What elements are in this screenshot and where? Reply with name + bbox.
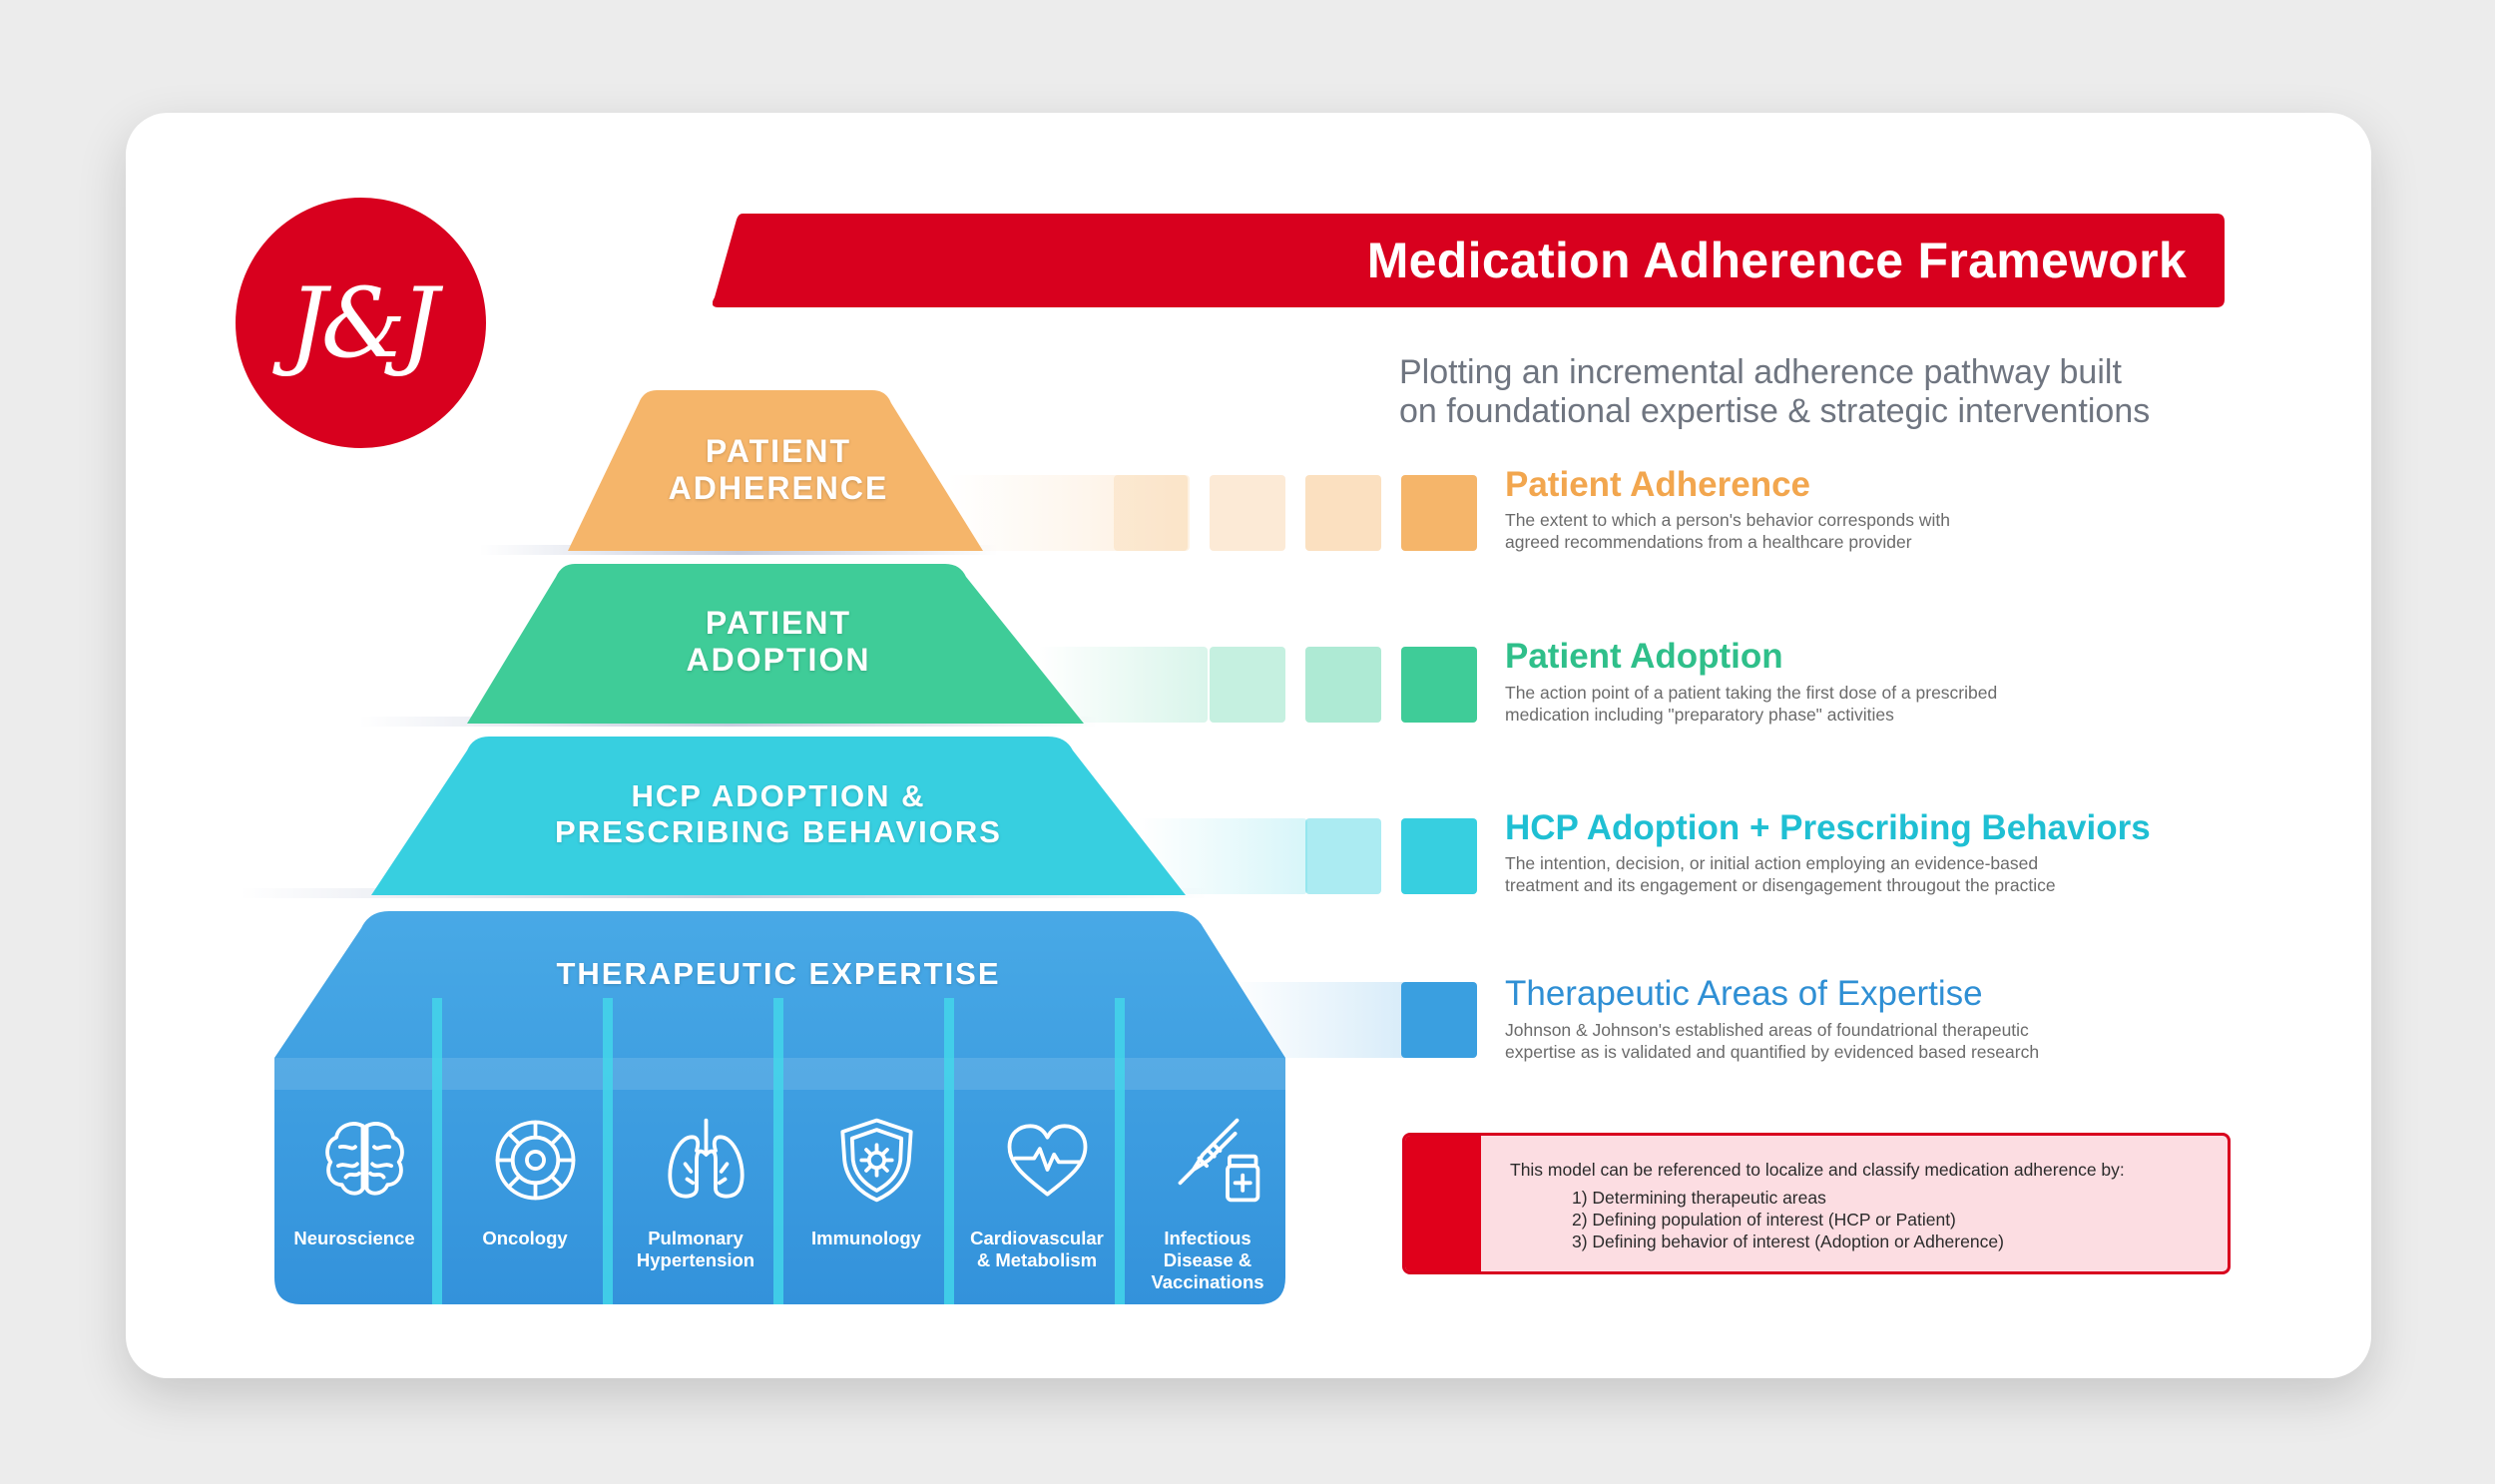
lungs-icon	[668, 1118, 745, 1199]
area-label: Cardiovascular& Metabolism	[970, 1228, 1104, 1270]
usage-note: This model can be referenced to localize…	[1402, 1133, 2231, 1274]
layer-hcp	[371, 737, 1186, 895]
legend-description: Johnson & Johnson's established areas of…	[1505, 1020, 2040, 1062]
area-cardiovascular-metabolism: Cardiovascular& Metabolism	[962, 1083, 1112, 1302]
syringe-vial-icon	[1178, 1118, 1260, 1203]
column-divider	[944, 998, 954, 1304]
note-item: 3) Defining behavior of interest (Adopti…	[1572, 1232, 2004, 1251]
layer-patient-adherence	[568, 390, 983, 551]
cell-target-icon	[495, 1120, 576, 1201]
note-item: 2) Defining population of interest (HCP …	[1572, 1210, 1956, 1230]
label-therapeutic-expertise: THERAPEUTIC EXPERTISE	[556, 956, 1001, 991]
label-hcp: HCP ADOPTION &PRESCRIBING BEHAVIORS	[555, 778, 1002, 849]
legend-description: The extent to which a person's behavior …	[1505, 510, 1950, 552]
legend-title: Patient Adherence	[1505, 465, 1811, 504]
hcp-swatch	[1401, 818, 1477, 894]
legend-description: The action point of a patient taking the…	[1505, 683, 1998, 725]
layer-patient-adoption	[467, 564, 1084, 724]
area-label: Immunology	[811, 1228, 921, 1248]
note-item: 1) Determining therapeutic areas	[1572, 1188, 1826, 1208]
area-label: Oncology	[482, 1228, 568, 1248]
jj-logo: J&J	[236, 198, 486, 448]
title-banner: Medication Adherence Framework	[713, 214, 2225, 307]
shield-virus-icon	[840, 1118, 913, 1203]
legend-title: Patient Adoption	[1505, 637, 1783, 676]
area-neuroscience: Neuroscience	[279, 1083, 429, 1302]
adherence-swatch	[1401, 475, 1477, 551]
note-lead: This model can be referenced to localize…	[1510, 1160, 2125, 1180]
heart-pulse-icon	[1007, 1124, 1088, 1197]
subtitle-line-1: Plotting an incremental adherence pathwa…	[1399, 353, 2122, 391]
adoption-swatch	[1401, 647, 1477, 723]
area-label: Neuroscience	[293, 1228, 415, 1248]
column-divider	[432, 998, 442, 1304]
brain-icon	[325, 1122, 404, 1196]
legend-title: Therapeutic Areas of Expertise	[1505, 974, 1983, 1013]
logo-text: J&J	[288, 266, 438, 379]
area-oncology: Oncology	[450, 1083, 600, 1302]
expertise-swatch	[1401, 982, 1477, 1058]
title-banner-shape	[713, 214, 2225, 307]
page-title: Medication Adherence Framework	[1366, 233, 2187, 288]
legend-description: The intention, decision, or initial acti…	[1505, 853, 2056, 895]
subtitle: Plotting an incremental adherence pathwa…	[1399, 353, 2257, 431]
column-divider	[773, 998, 783, 1304]
note-accent-bar	[1405, 1136, 1481, 1271]
legend-title: HCP Adoption + Prescribing Behaviors	[1505, 808, 2151, 847]
column-divider	[1115, 998, 1125, 1304]
column-divider	[603, 998, 613, 1304]
area-immunology: Immunology	[791, 1083, 941, 1302]
subtitle-line-2: on foundational expertise & strategic in…	[1399, 392, 2151, 430]
